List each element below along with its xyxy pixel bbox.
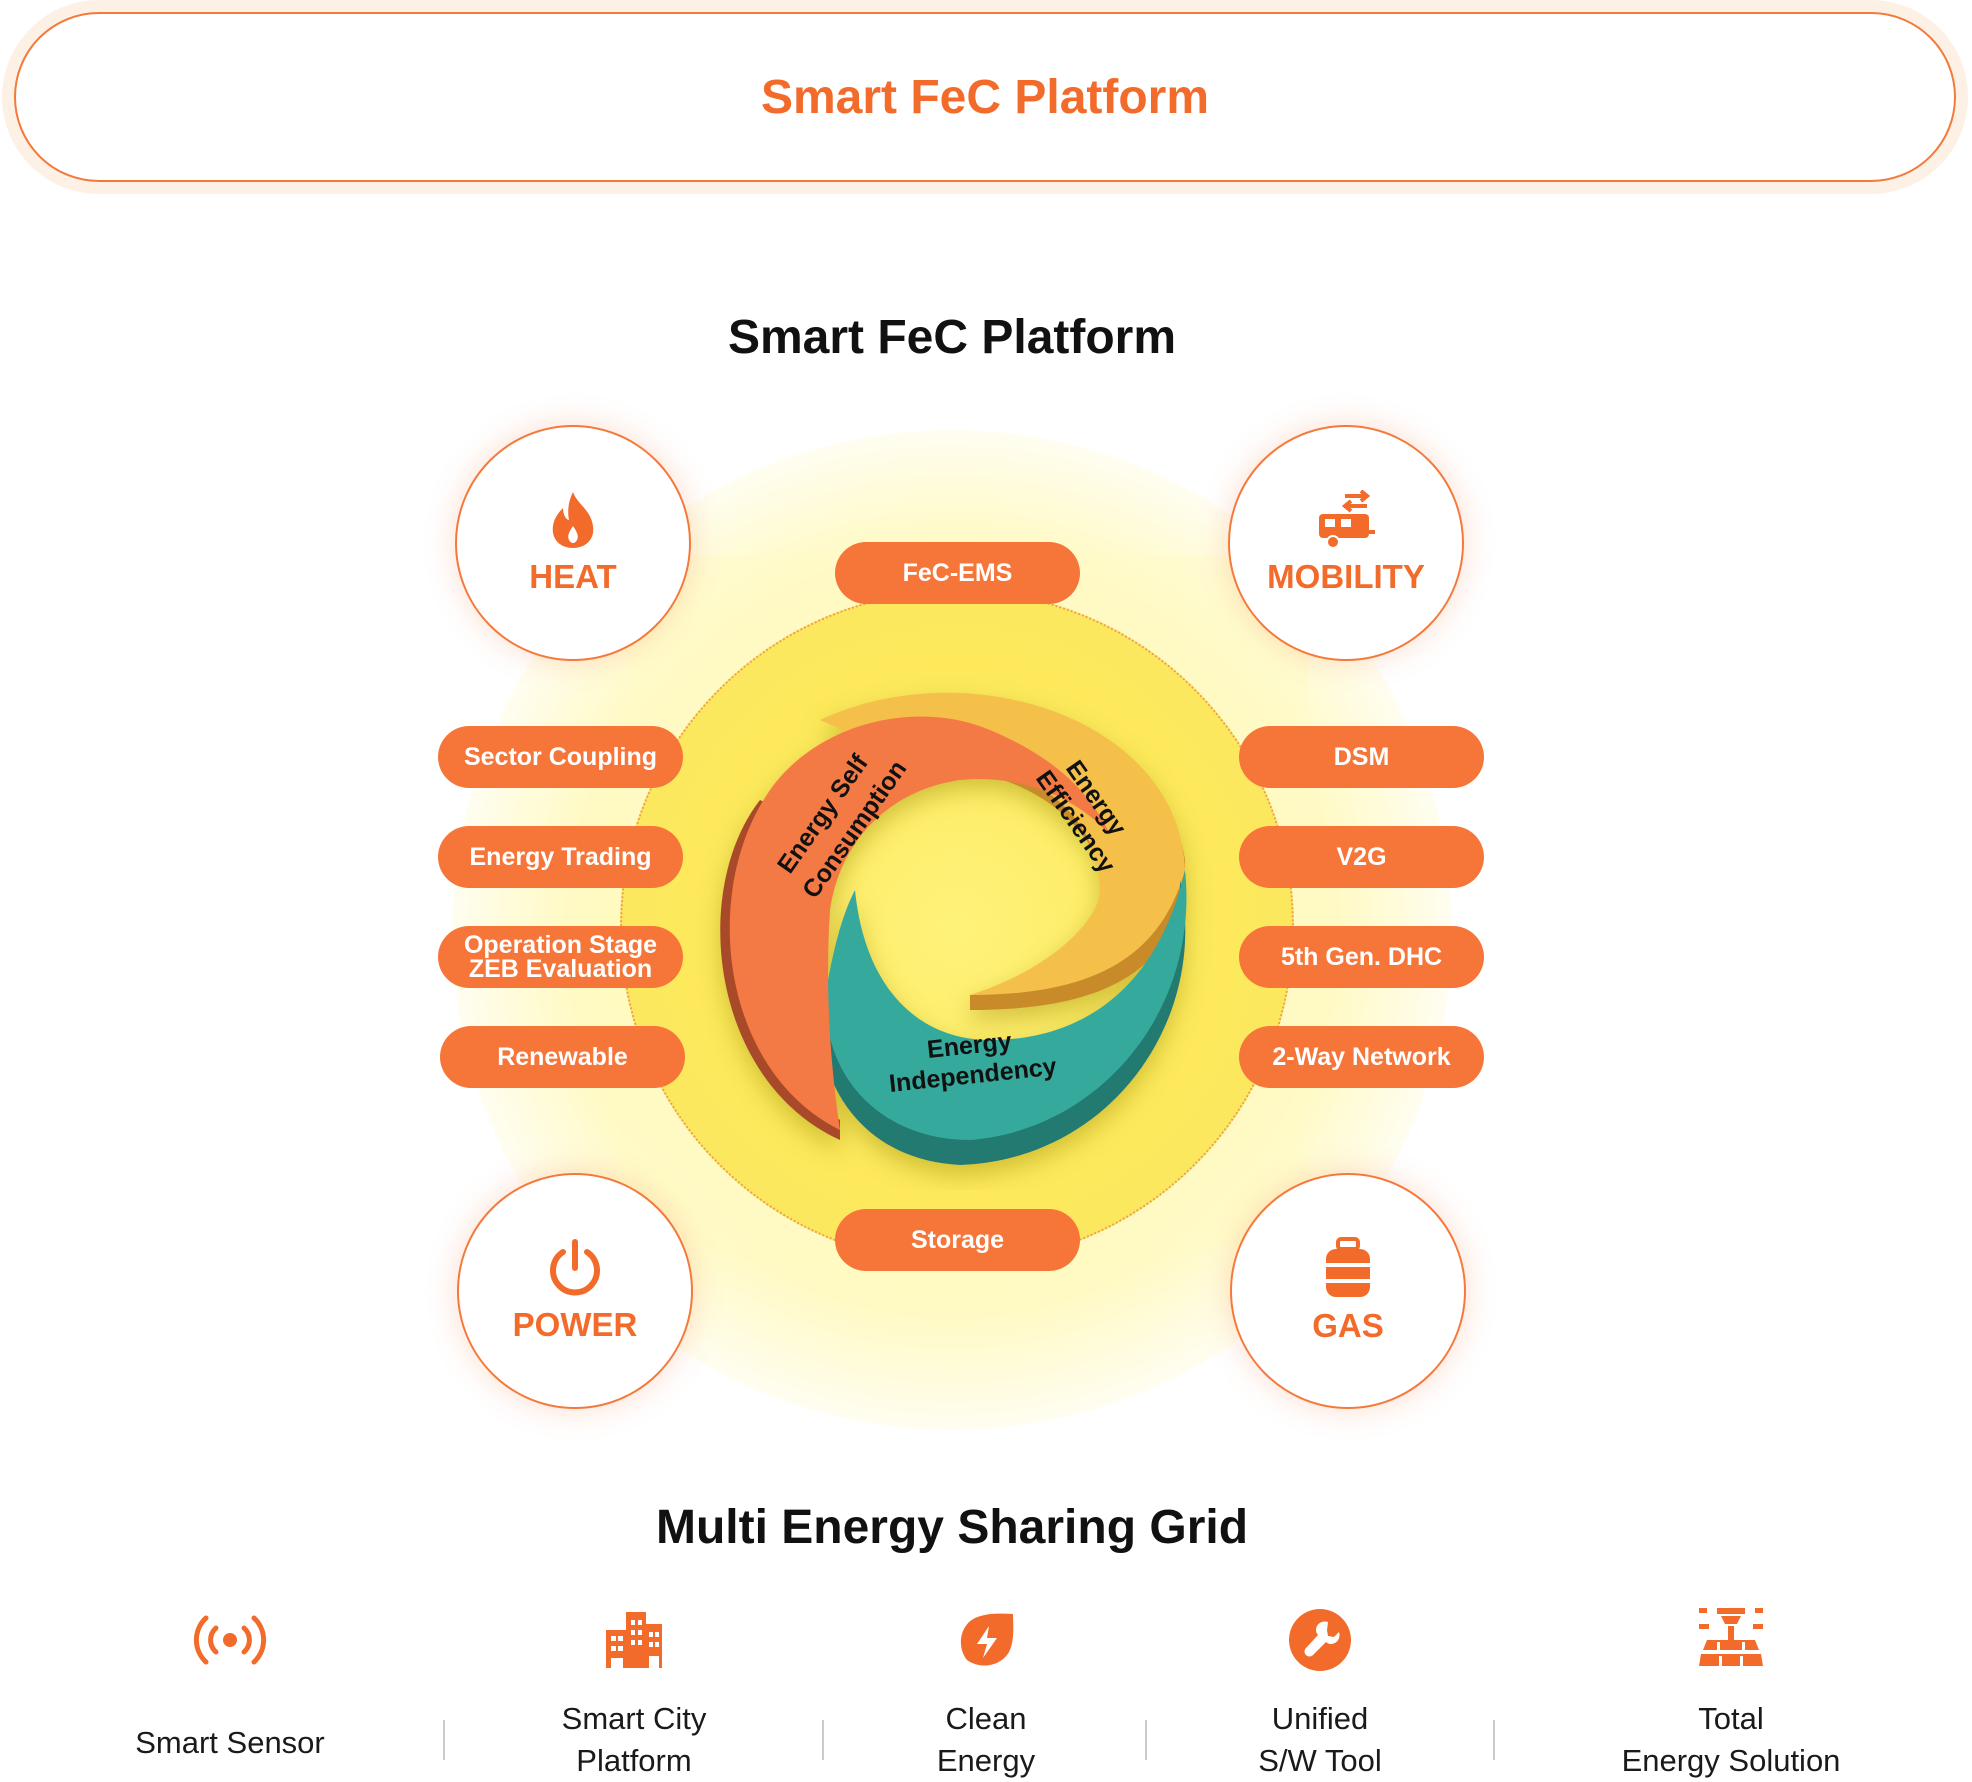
flame-icon xyxy=(552,492,594,548)
mobility-label: MOBILITY xyxy=(1267,558,1425,595)
pill-zeb-line1: Operation Stage xyxy=(463,931,658,959)
heat-circle: HEAT xyxy=(455,425,691,661)
segment-efficiency xyxy=(820,692,1185,995)
grid-divider xyxy=(1145,1720,1147,1760)
pill-zeb-evaluation: Operation Stage ZEB Evaluation xyxy=(438,926,683,988)
grid-item-clean-energy: Clean Energy xyxy=(856,1698,1116,1782)
gas-circle: GAS xyxy=(1230,1173,1466,1409)
pill-fec-ems: FeC-EMS xyxy=(835,542,1080,604)
diagram-title: Smart FeC Platform xyxy=(727,311,1177,364)
swirl-diagram: Energy Self Consumption Energy Efficienc… xyxy=(720,692,1187,1165)
grid-item-unified-sw-tool: Unified S/W Tool xyxy=(1190,1698,1450,1782)
grid-item-smart-sensor-label: Smart Sensor xyxy=(135,1725,325,1760)
segment-self-consumption xyxy=(729,716,1110,1130)
grid-divider xyxy=(443,1720,445,1760)
building-icon xyxy=(606,1612,662,1668)
grid-item-clean-energy-line2: Energy xyxy=(936,1743,1036,1778)
grid-item-total-energy-line1: Total xyxy=(1698,1701,1764,1736)
grid-item-total-energy: Total Energy Solution xyxy=(1571,1698,1891,1782)
leaf-bolt-icon xyxy=(960,1613,1014,1666)
grid-title: Multi Energy Sharing Grid xyxy=(655,1501,1249,1554)
pill-energy-trading: Energy Trading xyxy=(438,826,683,888)
grid-item-total-energy-line2: Energy Solution xyxy=(1621,1743,1841,1778)
grid-item-smart-city-line2: Platform xyxy=(576,1743,692,1778)
grid-item-unified-line1: Unified xyxy=(1271,1701,1369,1736)
vehicle-icon xyxy=(1319,490,1375,549)
header-title: Smart FeC Platform xyxy=(760,70,1210,124)
pill-2-way-network: 2-Way Network xyxy=(1239,1026,1484,1088)
grid-divider xyxy=(1493,1720,1495,1760)
signal-icon xyxy=(193,1615,267,1665)
header-banner: Smart FeC Platform xyxy=(14,12,1956,182)
power-circle: POWER xyxy=(457,1173,693,1409)
power-label: POWER xyxy=(512,1306,638,1343)
grid-item-smart-city: Smart City Platform xyxy=(504,1698,764,1782)
pill-renewable: Renewable xyxy=(440,1026,685,1088)
pill-zeb-line2: ZEB Evaluation xyxy=(468,955,653,983)
grid-item-clean-energy-line1: Clean xyxy=(945,1701,1027,1736)
pill-sector-coupling: Sector Coupling xyxy=(438,726,683,788)
grid-item-smart-sensor: Smart Sensor xyxy=(100,1722,360,1764)
gas-label: GAS xyxy=(1312,1307,1384,1344)
power-icon xyxy=(550,1239,600,1296)
pill-dsm: DSM xyxy=(1239,726,1484,788)
grid-item-smart-city-line1: Smart City xyxy=(561,1701,707,1736)
solar-tower-icon xyxy=(1699,1608,1763,1666)
pill-5th-gen-dhc: 5th Gen. DHC xyxy=(1239,926,1484,988)
gas-tank-icon xyxy=(1326,1237,1370,1297)
mobility-circle: MOBILITY xyxy=(1228,425,1464,661)
segment-independency xyxy=(826,870,1187,1140)
segment-independency-side xyxy=(818,880,1186,1165)
grid-item-unified-line2: S/W Tool xyxy=(1258,1743,1382,1778)
pill-storage: Storage xyxy=(835,1209,1080,1271)
pill-v2g: V2G xyxy=(1239,826,1484,888)
grid-divider xyxy=(822,1720,824,1760)
wrench-icon xyxy=(1289,1609,1351,1671)
heat-label: HEAT xyxy=(529,558,617,595)
